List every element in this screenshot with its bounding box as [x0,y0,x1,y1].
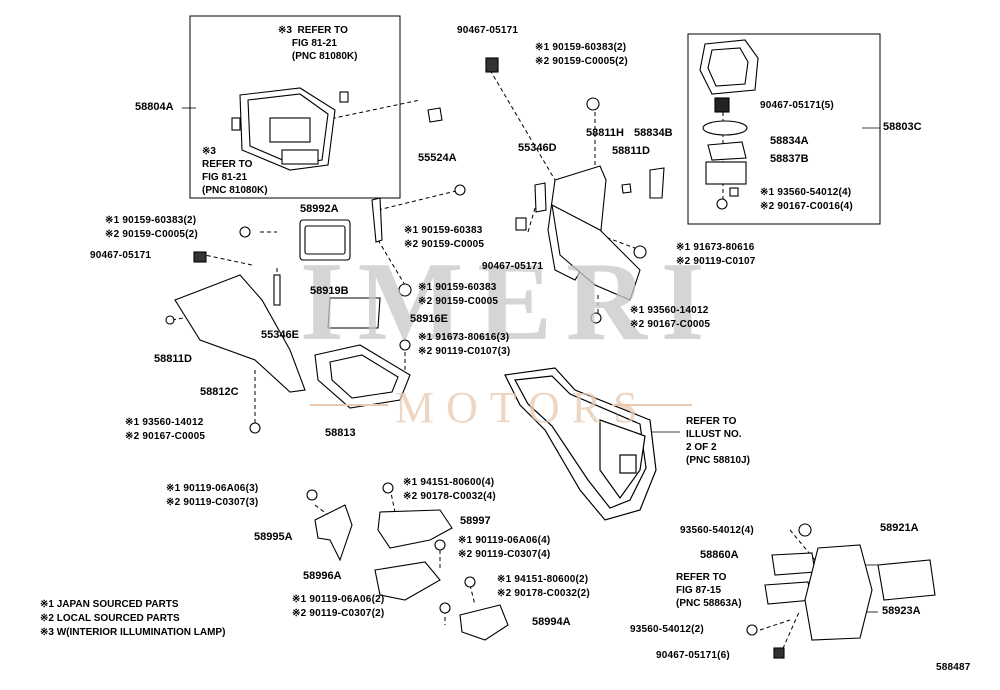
callout-b1-japan[interactable]: ※1 90119-06A06(3) [166,483,259,494]
callout-b2-local[interactable]: ※2 90178-C0032(4) [403,491,496,502]
callout-top-japan[interactable]: ※1 90159-60383(2) [535,42,627,53]
callout-left2-japan[interactable]: ※1 93560-14012 [125,417,204,428]
callout-58992A[interactable]: 58992A [300,203,339,215]
callout-top-local[interactable]: ※2 90159-C0005(2) [535,56,628,67]
callout-55346D[interactable]: 55346D [518,142,557,154]
callout-58923A[interactable]: 58923A [882,605,921,617]
callout-58921A[interactable]: 58921A [880,522,919,534]
callout-b5-local[interactable]: ※2 90119-C0307(2) [292,608,385,619]
callout-93560-2[interactable]: 93560-54012(2) [630,624,704,635]
callout-58834B[interactable]: 58834B [634,127,673,139]
callout-58919B[interactable]: 58919B [310,285,349,297]
callout-left1-japan[interactable]: ※1 90159-60383(2) [105,215,197,226]
callout-58804A[interactable]: 58804A [135,101,174,113]
callout-right1-japan[interactable]: ※1 91673-80616 [676,242,755,253]
legend-illumination: ※3 W(INTERIOR ILLUMINATION LAMP) [40,627,226,638]
callout-58995A[interactable]: 58995A [254,531,293,543]
legend-japan: ※1 JAPAN SOURCED PARTS [40,599,179,610]
callout-93560-4[interactable]: 93560-54012(4) [680,525,754,536]
callout-mid-local[interactable]: ※2 90159-C0005 [404,239,485,250]
callout-58812C[interactable]: 58812C [200,386,239,398]
frame-58803C [687,33,881,225]
callout-b1-local[interactable]: ※2 90119-C0307(3) [166,497,259,508]
callout-58997[interactable]: 58997 [460,515,491,527]
callout-box-japan[interactable]: ※1 93560-54012(4) [760,187,852,198]
diagram-id: 588487 [936,662,971,673]
callout-right2-japan[interactable]: ※1 93560-14012 [630,305,709,316]
callout-mid-japan[interactable]: ※1 90159-60383 [404,225,483,236]
ref-note-illust: REFER TO ILLUST NO. 2 OF 2 (PNC 58810J) [686,416,750,466]
callout-55346E[interactable]: 55346E [261,329,299,341]
ref-note-left-box: ※3 REFER TO FIG 81-21 (PNC 81080K) [202,146,268,196]
callout-90467-left[interactable]: 90467-05171 [90,250,152,261]
callout-90467-6[interactable]: 90467-05171(6) [656,650,730,661]
callout-b3-local[interactable]: ※2 90119-C0307(4) [458,549,551,560]
watermark-sub: MOTORS [395,383,650,432]
callout-58803C[interactable]: 58803C [883,121,922,133]
callout-90467-top[interactable]: 90467-05171 [457,25,519,36]
callout-left2-local[interactable]: ※2 90167-C0005 [125,431,206,442]
callout-58834A[interactable]: 58834A [770,135,809,147]
callout-58916E[interactable]: 58916E [410,313,448,325]
callout-mid2-local[interactable]: ※2 90159-C0005 [418,296,499,307]
callout-58813[interactable]: 58813 [325,427,356,439]
callout-mid3-japan[interactable]: ※1 91673-80616(3) [418,332,510,343]
callout-58996A[interactable]: 58996A [303,570,342,582]
callout-55524A[interactable]: 55524A [418,152,457,164]
callout-58811D-right[interactable]: 58811D [612,145,650,157]
callout-mid3-local[interactable]: ※2 90119-C0107(3) [418,346,511,357]
callout-b3-japan[interactable]: ※1 90119-06A06(4) [458,535,551,546]
callout-58994A[interactable]: 58994A [532,616,571,628]
callout-58860A[interactable]: 58860A [700,549,739,561]
watermark-rule-right [612,404,692,406]
callout-box-local[interactable]: ※2 90167-C0016(4) [760,201,853,212]
callout-b5-japan[interactable]: ※1 90119-06A06(2) [292,594,385,605]
callout-mid2-japan[interactable]: ※1 90159-60383 [418,282,497,293]
callout-right2-local[interactable]: ※2 90167-C0005 [630,319,711,330]
callout-box-90467[interactable]: 90467-05171(5) [760,100,834,111]
callout-b4-japan[interactable]: ※1 94151-80600(2) [497,574,589,585]
legend-local: ※2 LOCAL SOURCED PARTS [40,613,180,624]
callout-b2-japan[interactable]: ※1 94151-80600(4) [403,477,495,488]
callout-90467-mid[interactable]: 90467-05171 [482,261,544,272]
callout-right1-local[interactable]: ※2 90119-C0107 [676,256,756,267]
callout-58811D-left[interactable]: 58811D [154,353,192,365]
callout-b4-local[interactable]: ※2 90178-C0032(2) [497,588,590,599]
watermark-rule-left [310,404,388,406]
ref-note-top-box: ※3 REFER TO FIG 81-21 (PNC 81080K) [278,25,358,62]
ref-note-fig87: REFER TO FIG 87-15 (PNC 58863A) [676,572,742,609]
callout-58837B[interactable]: 58837B [770,153,809,165]
frame-58804A [189,15,401,199]
callout-58811H[interactable]: 58811H [586,127,624,139]
callout-left1-local[interactable]: ※2 90159-C0005(2) [105,229,198,240]
watermark-main: IMERI [300,240,719,364]
